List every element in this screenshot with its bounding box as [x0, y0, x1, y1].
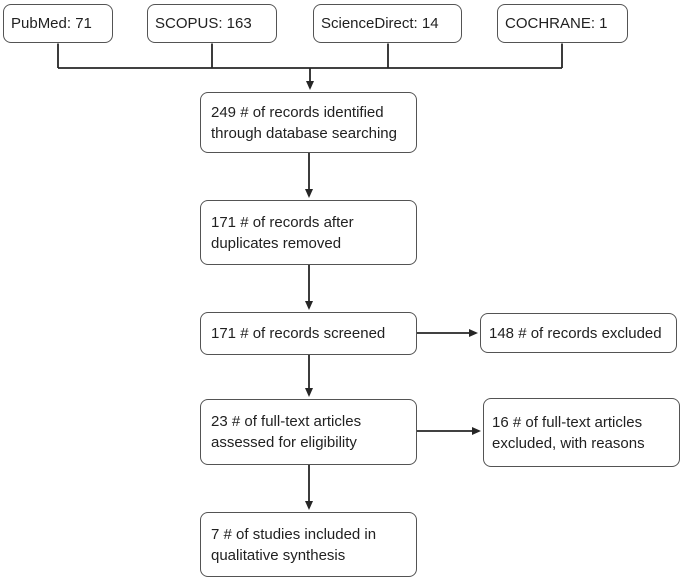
step-box-records-identified: 249 # of records identified through data…: [200, 92, 417, 153]
step-box-fulltext-assessed: 23 # of full-text articles assessed for …: [200, 399, 417, 465]
step-text: 249 # of records identified through data…: [211, 103, 397, 142]
step-text: 7 # of studies included in qualitative s…: [211, 525, 377, 564]
exclusion-text: 148 # of records excluded: [489, 324, 662, 342]
source-label: ScienceDirect: 14: [321, 15, 439, 32]
source-label: COCHRANE: 1: [505, 15, 608, 32]
step-text: 171 # of records after duplicates remove…: [211, 213, 354, 252]
source-label: SCOPUS: 163: [155, 15, 252, 32]
source-box-sciencedirect: ScienceDirect: 14: [313, 4, 462, 43]
step-text: 23 # of full-text articles assessed for …: [211, 413, 362, 451]
source-box-scopus: SCOPUS: 163: [147, 4, 277, 43]
step-box-duplicates-removed: 171 # of records after duplicates remove…: [200, 200, 417, 265]
exclusion-box-records-excluded: 148 # of records excluded: [480, 313, 677, 353]
step-box-studies-included: 7 # of studies included in qualitative s…: [200, 512, 417, 577]
exclusion-box-fulltext-excluded: 16 # of full-text articles excluded, wit…: [483, 398, 680, 467]
source-box-cochrane: COCHRANE: 1: [497, 4, 628, 43]
step-text: 171 # of records screened: [211, 325, 386, 342]
step-box-records-screened: 171 # of records screened: [200, 312, 417, 355]
exclusion-text: 16 # of full-text articles excluded, wit…: [492, 413, 645, 452]
source-label: PubMed: 71: [11, 15, 92, 32]
source-box-pubmed: PubMed: 71: [3, 4, 113, 43]
